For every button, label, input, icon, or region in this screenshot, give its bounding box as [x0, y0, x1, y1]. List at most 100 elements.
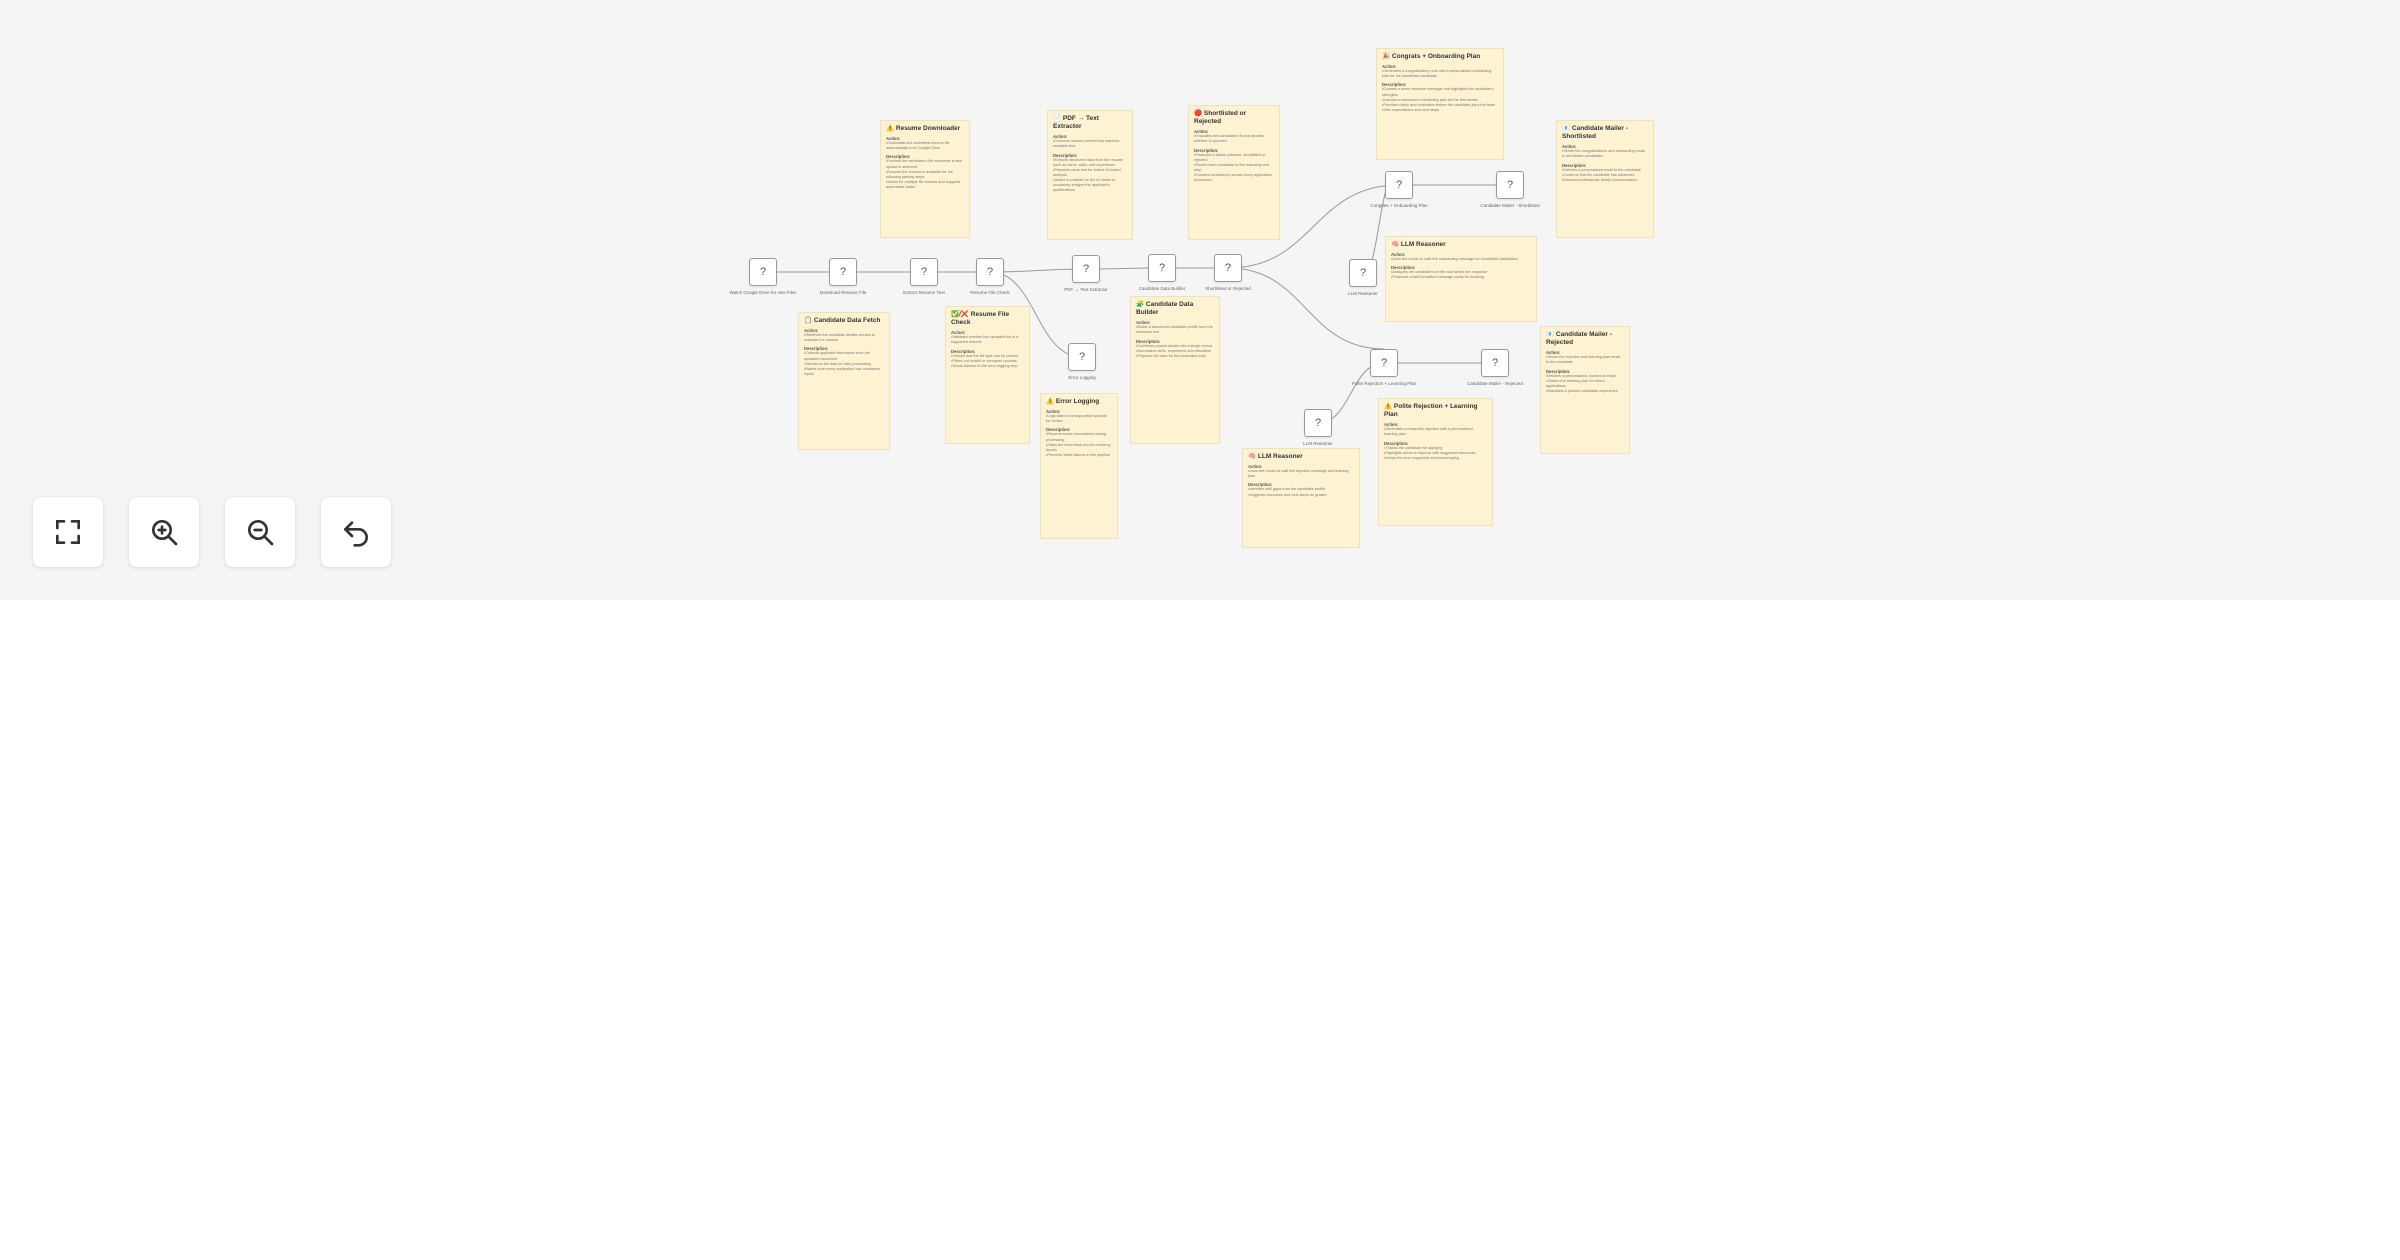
- sticky-note[interactable]: ✅/❌ Resume File Check Action: Validates …: [945, 306, 1030, 444]
- workflow-node[interactable]: ?Watch Google Drive for new Files: [730, 258, 796, 295]
- note-title: 🎉 Congrats + Onboarding Plan: [1382, 53, 1481, 60]
- node-label: LLM Reasoner: [1348, 291, 1378, 296]
- note-line: Builds a structured candidate profile fr…: [1136, 325, 1214, 335]
- note-line: Thanks the candidate for applying: [1384, 446, 1487, 451]
- sticky-note[interactable]: 📧 Candidate Mailer - Shortlisted Action:…: [1556, 120, 1654, 238]
- note-title: ⚠️ Polite Rejection + Learning Plan: [1384, 403, 1478, 419]
- note-line: Keeps the tone supportive and encouragin…: [1384, 456, 1487, 461]
- sticky-note[interactable]: 🎉 Congrats + Onboarding Plan Action: Gen…: [1376, 48, 1504, 160]
- reset-view-button[interactable]: [321, 497, 391, 567]
- workflow-node[interactable]: ?Shortlisted or Rejected: [1205, 254, 1251, 291]
- sticky-note[interactable]: 🧠 LLM Reasoner Action: Uses the model to…: [1242, 448, 1360, 548]
- note-line: Maintains a positive candidate experienc…: [1546, 389, 1624, 394]
- sticky-note[interactable]: 📋 Candidate Data Fetch Action: Retrieves…: [798, 312, 890, 450]
- note-action-label: Action:: [1562, 144, 1577, 150]
- workflow-node[interactable]: ? Candidate Mailer - Rejected: [1467, 349, 1523, 386]
- note-line: Helps the team track and fix recurring i…: [1046, 443, 1112, 453]
- note-line: Shares the learning plan for future appl…: [1546, 379, 1624, 389]
- note-line: Uses the model to craft the rejection me…: [1248, 469, 1354, 479]
- fit-view-button[interactable]: [33, 497, 103, 567]
- note-line: Uses the model to craft the onboarding m…: [1391, 257, 1531, 262]
- node-label: Extract Resume Text: [903, 290, 945, 295]
- sticky-note[interactable]: 📄 PDF → Text Extractor Action: Converts …: [1047, 110, 1133, 240]
- note-line: Ensures the resume is available for the …: [886, 170, 964, 180]
- workflow-node[interactable]: ? Download Resume File: [820, 258, 866, 295]
- workflow-node[interactable]: ? Candidate Data Builder: [1139, 254, 1185, 291]
- note-line: Highlights areas to improve with suggest…: [1384, 451, 1487, 456]
- note-action-label: Action:: [1248, 464, 1263, 470]
- note-description-label: Description:: [1053, 152, 1078, 158]
- note-line: Records errors encountered during proces…: [1046, 432, 1112, 442]
- note-line: Prevents silent failures in the pipeline: [1046, 453, 1112, 458]
- note-line: Produces a status outcome: shortlisted o…: [1194, 153, 1274, 163]
- sticky-note[interactable]: 📧 Candidate Mailer - Rejected Action: Se…: [1540, 326, 1630, 454]
- node-label: Candidate Mailer - Shortlisted: [1480, 203, 1540, 208]
- note-line: Filters out invalid or corrupted uploads: [951, 359, 1024, 364]
- sticky-note[interactable]: ⚠️ Error Logging Action: Logs failed or …: [1040, 393, 1118, 539]
- note-action-label: Action:: [1136, 320, 1151, 326]
- workflow-node[interactable]: ?Polite Rejection + Learning Plan: [1352, 349, 1416, 386]
- workflow-node[interactable]: ? Candidate Mailer - Shortlisted: [1480, 171, 1540, 208]
- workflow-node[interactable]: ? LLM Reasoner: [1348, 259, 1378, 296]
- note-description-label: Description:: [1194, 147, 1219, 153]
- node-icon-placeholder: ?: [1491, 357, 1499, 369]
- note-line: Works for multiple file formats and supp…: [886, 180, 964, 190]
- note-line: Retrieves the candidate details needed t…: [804, 333, 884, 343]
- node-icon-placeholder: ?: [759, 266, 767, 278]
- note-action-label: Action:: [886, 136, 901, 142]
- node-icon-placeholder: ?: [1506, 179, 1514, 191]
- note-line: Ensures professional, timely communicati…: [1562, 178, 1648, 183]
- note-line: Confirms that the candidate has advanced: [1562, 173, 1648, 178]
- sticky-note[interactable]: ⚠️ Polite Rejection + Learning Plan Acti…: [1378, 398, 1493, 526]
- node-icon-placeholder: ?: [1359, 267, 1367, 279]
- zoom-out-icon: [248, 520, 274, 546]
- note-description-label: Description:: [886, 154, 911, 160]
- workflow-node[interactable]: ?Error Logging: [1068, 343, 1096, 380]
- note-line: Sends failures to the error logging step: [951, 364, 1024, 369]
- note-description-label: Description:: [1562, 162, 1587, 168]
- note-line: Sends the congratulations and onboarding…: [1562, 149, 1648, 159]
- node-label: LLM Reasoner: [1303, 441, 1333, 446]
- note-line: Prepares clean text for further AI-based…: [1053, 168, 1127, 178]
- note-description-label: Description:: [1384, 440, 1409, 446]
- sticky-note[interactable]: 🔴 Shortlisted or Rejected Action: Evalua…: [1188, 105, 1280, 240]
- note-line: Sends the rejection and learning plan em…: [1546, 355, 1624, 365]
- note-title: 📋 Candidate Data Fetch: [804, 317, 881, 324]
- sticky-note[interactable]: 🧠 LLM Reasoner Action: Uses the model to…: [1385, 236, 1537, 322]
- node-icon-placeholder: ?: [920, 266, 928, 278]
- fullscreen-icon: [56, 520, 80, 544]
- node-icon-placeholder: ?: [1314, 417, 1322, 429]
- zoom-in-icon: [152, 520, 178, 546]
- workflow-node[interactable]: ?PDF → Text Extractor: [1064, 255, 1108, 292]
- node-icon-placeholder: ?: [839, 266, 847, 278]
- workflow-node[interactable]: ? LLM Reasoner: [1303, 409, 1333, 446]
- zoom-in-button[interactable]: [129, 497, 199, 567]
- sticky-note[interactable]: ⚠️ Resume Downloader Action: Downloads t…: [880, 120, 970, 238]
- zoom-out-button[interactable]: [225, 497, 295, 567]
- workflow-node[interactable]: ? Extract Resume Text: [903, 258, 945, 295]
- workflow-canvas[interactable]: ?Watch Google Drive for new Files ? Downl…: [0, 0, 2400, 600]
- note-line: Creates a warm welcome message that high…: [1382, 87, 1498, 97]
- note-line: Routes each candidate to the matching ne…: [1194, 163, 1274, 173]
- node-label: Candidate Mailer - Rejected: [1467, 381, 1523, 386]
- note-title: 🧠 LLM Reasoner: [1391, 241, 1446, 248]
- note-description-label: Description:: [804, 346, 829, 352]
- note-line: Checks that the file type can be parsed: [951, 354, 1024, 359]
- node-label: Download Resume File: [819, 290, 867, 295]
- note-description-label: Description:: [1391, 265, 1416, 271]
- note-line: Converts resume content into machine-rea…: [1053, 139, 1127, 149]
- note-description-label: Description:: [1382, 82, 1407, 88]
- note-line: Suggests resources and next steps for gr…: [1248, 493, 1354, 498]
- node-label: PDF → Text Extractor: [1064, 287, 1108, 292]
- node-icon-placeholder: ?: [1158, 262, 1166, 274]
- node-label: Candidate Data Builder: [1138, 286, 1186, 291]
- node-label: Polite Rejection + Learning Plan: [1351, 381, 1417, 386]
- note-line: Delivers a personalized email to the can…: [1562, 168, 1648, 173]
- note-description-label: Description:: [1136, 338, 1161, 344]
- workflow-node[interactable]: ?Congrats + Onboarding Plan: [1370, 171, 1428, 208]
- note-line: Delivers a personalized, courteous email: [1546, 374, 1624, 379]
- workflow-node[interactable]: ?Resume File Check: [970, 258, 1010, 295]
- node-icon-placeholder: ?: [1395, 179, 1403, 191]
- note-line: Evaluates the candidate's fit and decide…: [1194, 134, 1274, 144]
- sticky-note[interactable]: 🧩 Candidate Data Builder Action: Builds …: [1130, 296, 1220, 444]
